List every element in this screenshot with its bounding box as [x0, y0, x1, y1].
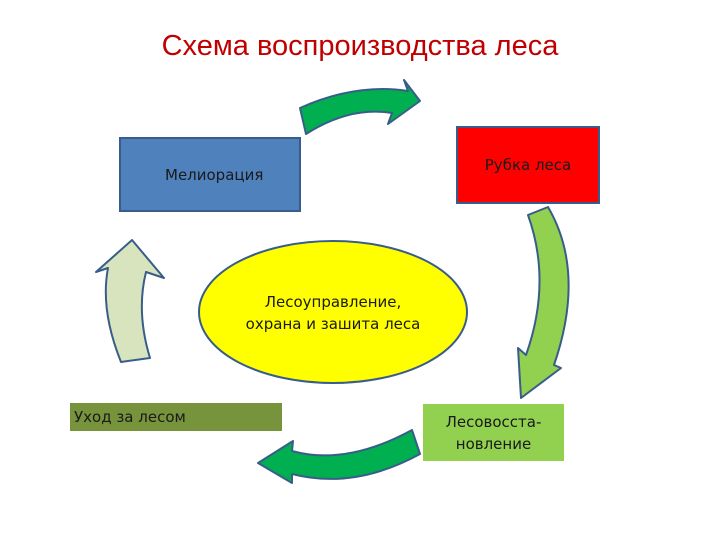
curved-arrow-right-down — [517, 206, 570, 399]
diagram-title: Схема воспроизводства леса — [161, 30, 559, 62]
melioration-box: Мелиорация — [119, 137, 301, 212]
center-ellipse — [198, 240, 468, 384]
curved-arrow-top-right — [299, 79, 421, 135]
felling-label: Рубка леса — [484, 156, 572, 174]
care-label: Уход за лесом — [74, 408, 186, 426]
center-label-line1: Лесоуправление, — [264, 293, 402, 311]
regeneration-label-line1: Лесовосста- — [445, 412, 542, 431]
curved-arrow-bottom-left — [257, 429, 421, 484]
melioration-label: Мелиорация — [165, 165, 264, 184]
curved-arrow-left-up — [95, 239, 165, 363]
regeneration-box: Лесовосста- новление — [423, 404, 564, 461]
center-label-line2: охрана и зашита леса — [245, 315, 421, 333]
felling-box: Рубка леса — [456, 126, 600, 204]
center-label: Лесоуправление, охрана и зашита леса — [218, 291, 448, 335]
care-box: Уход за лесом — [70, 403, 282, 431]
regeneration-label-line2: новление — [455, 434, 532, 453]
